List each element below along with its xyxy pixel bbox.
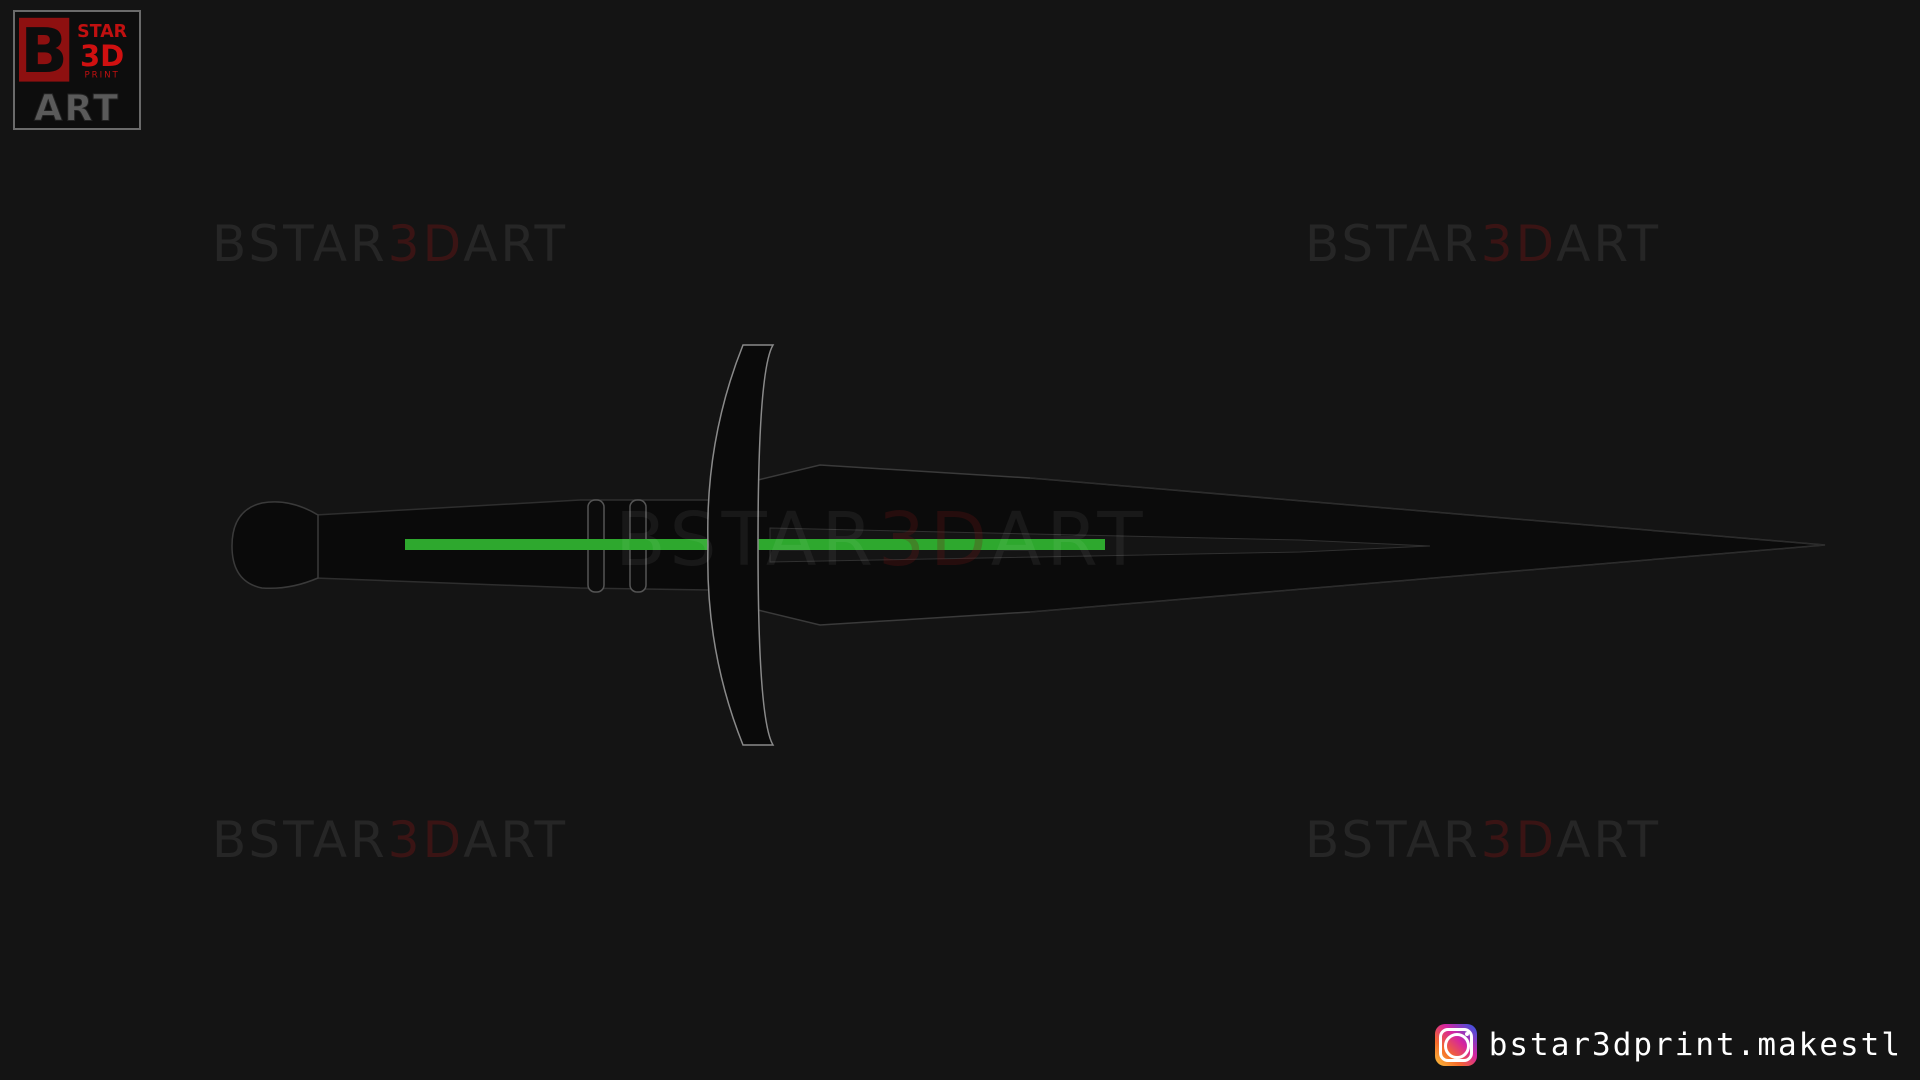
- logo-art: ART: [34, 86, 120, 128]
- watermark-bottom-right: BSTAR3DART: [1305, 811, 1662, 869]
- logo-3d: 3D: [80, 39, 124, 73]
- social-handle-badge: bstar3dprint.makestl: [1434, 1024, 1902, 1066]
- watermark-top-right: BSTAR3DART: [1305, 215, 1662, 273]
- crossguard: [707, 344, 775, 746]
- logo-print: PRINT: [84, 71, 119, 81]
- social-handle-text: bstar3dprint.makestl: [1488, 1027, 1902, 1063]
- brand-logo: B STAR 3D PRINT ART: [13, 10, 141, 130]
- watermark-bottom-left: BSTAR3DART: [212, 811, 569, 869]
- instagram-icon: [1434, 1024, 1477, 1066]
- watermark-center: BSTAR3DART: [615, 497, 1148, 583]
- blade-edge: [1029, 477, 1826, 613]
- logo-star: STAR: [77, 22, 127, 42]
- watermark-top-left: BSTAR3DART: [212, 215, 569, 273]
- pommel: [231, 501, 319, 590]
- logo-letter: B: [21, 15, 68, 87]
